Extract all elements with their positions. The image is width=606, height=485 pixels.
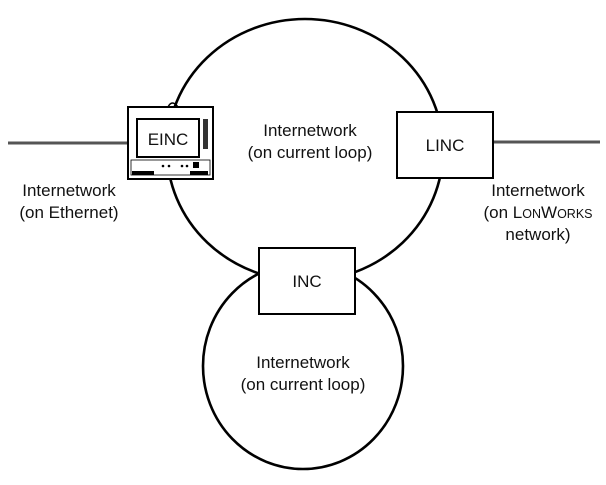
einc-device-handle: [167, 102, 179, 108]
einc-knob: [193, 162, 199, 168]
lonworks-brand-l: L: [513, 203, 522, 222]
einc-led-2: [167, 164, 171, 168]
lonworks-brand-orks: ORKS: [557, 207, 592, 221]
einc-screen: [136, 118, 200, 158]
lonworks-label-line3: network): [505, 225, 570, 244]
upper-loop-label-line1: Internetwork: [263, 121, 357, 140]
inc-box: [258, 247, 356, 315]
lonworks-label-line2: (on LONWORKS: [484, 203, 593, 222]
linc-label: LINC: [426, 136, 465, 155]
lower-loop-label-line2: (on current loop): [241, 375, 366, 394]
einc-bottom-bar-left: [132, 171, 154, 175]
einc-led-3: [180, 164, 184, 168]
einc-led-4: [185, 164, 189, 168]
einc-device: EINC: [127, 102, 214, 180]
linc-box: [396, 111, 494, 179]
einc-led-1: [161, 164, 165, 168]
lonworks-brand-on: ON: [522, 207, 541, 221]
lonworks-brand-w: W: [541, 203, 557, 222]
einc-label: EINC: [148, 130, 189, 149]
lower-loop-label-line1: Internetwork: [256, 353, 350, 372]
ethernet-label-line1: Internetwork: [22, 181, 116, 200]
ethernet-label-line2: (on Ethernet): [19, 203, 118, 222]
lonworks-label-line1: Internetwork: [491, 181, 585, 200]
einc-side-panel: [203, 119, 208, 149]
lonworks-prefix: (on: [484, 203, 513, 222]
inc-label: INC: [292, 272, 321, 291]
einc-control-strip: [130, 159, 211, 176]
einc-bottom-bar-right: [190, 171, 208, 175]
upper-loop-label-line2: (on current loop): [248, 143, 373, 162]
